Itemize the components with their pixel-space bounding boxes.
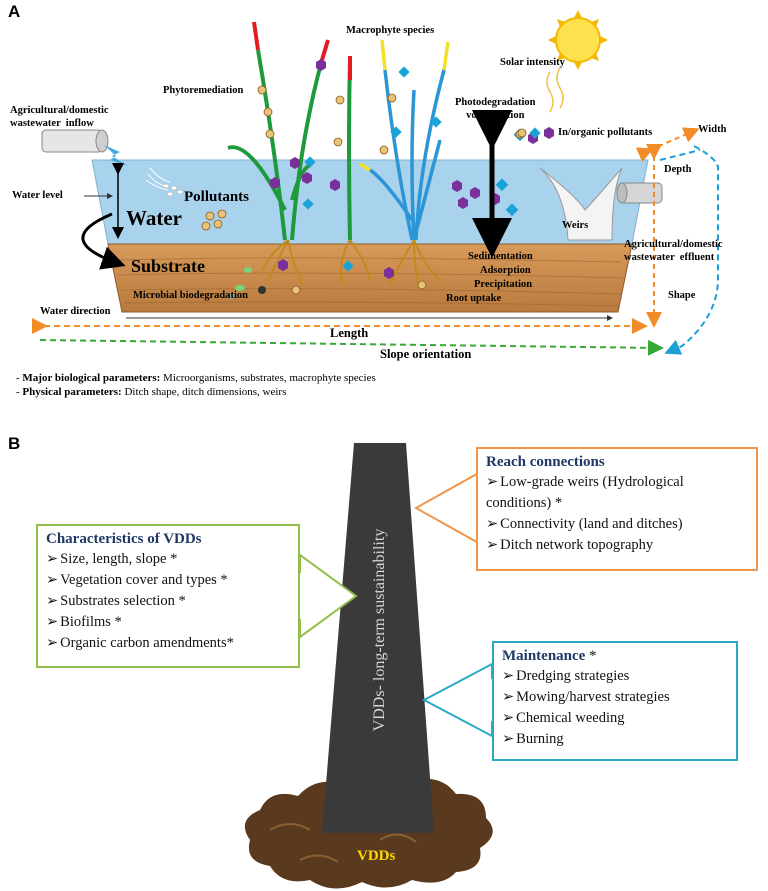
- panel-a-letter: A: [8, 2, 21, 21]
- panel-b-letter: B: [8, 434, 21, 453]
- maintenance-title: Maintenance *: [502, 648, 597, 664]
- list-item: Ditch network topography: [486, 535, 748, 556]
- label-adsorption: Adsorption: [480, 265, 531, 276]
- label-pollutants: Pollutants: [184, 189, 250, 205]
- label-precipitation: Precipitation: [474, 279, 533, 290]
- box-reach: Reach connections Low-grade weirs (Hydro…: [476, 447, 758, 571]
- sun-icon: [546, 10, 608, 113]
- inflow-pipe: [41, 129, 128, 166]
- plant-green-2: [347, 55, 352, 241]
- note-physical: - Physical parameters: Ditch shape, ditc…: [16, 386, 287, 398]
- label-substrate: Substrate: [131, 256, 206, 276]
- label-water-level: Water level: [12, 190, 63, 201]
- label-root-uptake: Root uptake: [446, 293, 502, 304]
- list-item: Biofilms *: [46, 612, 290, 633]
- label-solar-intensity: Solar intensity: [500, 57, 565, 68]
- list-item: Chemical weeding: [502, 708, 728, 729]
- box-characteristics: Characteristics of VDDs Size, length, sl…: [36, 524, 300, 668]
- water-substrate-curve: [81, 212, 126, 270]
- box-maintenance: Maintenance * Dredging strategies Mowing…: [492, 641, 738, 761]
- list-item: Dredging strategies: [502, 666, 728, 687]
- list-item: Connectivity (land and ditches): [486, 514, 748, 535]
- label-effluent: Agricultural/domestic wastewater effluen…: [624, 239, 723, 263]
- pollutant-legend-icons: [517, 127, 554, 139]
- list-item: Burning: [502, 729, 728, 750]
- list-item: Substrates selection *: [46, 591, 290, 612]
- characteristics-title: Characteristics of VDDs: [46, 531, 202, 547]
- list-item: Organic carbon amendments*: [46, 633, 290, 654]
- label-inorganic-pollutants: In/organic pollutants: [558, 127, 653, 138]
- label-length: Length: [330, 326, 369, 340]
- label-width: Width: [698, 124, 727, 135]
- label-macrophyte-species: Macrophyte species: [346, 25, 435, 36]
- pillar-label: VDDs- long-term sustainability: [371, 528, 388, 732]
- sustainability-pillar: [322, 443, 434, 833]
- note-biological: - Major biological parameters: Microorga…: [16, 372, 376, 384]
- list-item: Mowing/harvest strategies: [502, 687, 728, 708]
- base-label: VDDs: [357, 848, 396, 864]
- label-phytoremediation: Phytoremediation: [163, 85, 244, 96]
- arrow-maintenance: [421, 662, 501, 738]
- label-microbial: Microbial biodegradation: [133, 290, 249, 301]
- slope-arrow: [39, 339, 664, 356]
- label-slope-orientation: Slope orientation: [380, 347, 472, 361]
- list-item: Low-grade weirs (Hydrological conditions…: [486, 472, 748, 514]
- reach-title: Reach connections: [486, 454, 605, 470]
- label-photodegradation: Photodegradation volatilization: [455, 97, 536, 121]
- label-inflow: Agricultural/domestic wastewater inflow: [10, 105, 109, 129]
- plant-green-1: [227, 21, 330, 241]
- label-water-direction: Water direction: [40, 306, 111, 317]
- plant-blue: [359, 39, 450, 241]
- label-weirs: Weirs: [562, 220, 589, 231]
- panel-a-notes: - Major biological parameters: Microorga…: [16, 371, 376, 399]
- list-item: Size, length, slope *: [46, 549, 290, 570]
- label-sedimentation: Sedimentation: [468, 251, 533, 262]
- weir: [539, 167, 623, 241]
- roots: [262, 239, 440, 291]
- list-item: Vegetation cover and types *: [46, 570, 290, 591]
- label-depth: Depth: [664, 164, 692, 175]
- label-shape: Shape: [668, 290, 696, 301]
- label-water: Water: [126, 206, 182, 230]
